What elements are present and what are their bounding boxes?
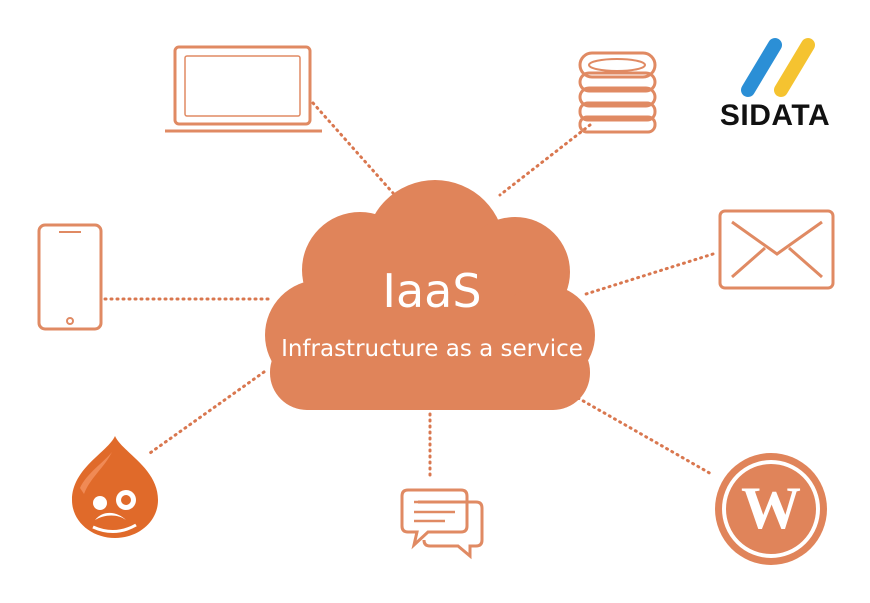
connector-mail (584, 252, 715, 296)
sidata-logo: SIDATA (720, 38, 830, 132)
smartphone-icon (37, 223, 103, 331)
wordpress-logo-icon: W (715, 453, 827, 565)
connector-wordpress (576, 396, 715, 477)
cloud-title: IaaS (382, 264, 481, 318)
iaas-cloud: IaaS Infrastructure as a service (265, 180, 595, 410)
cloud-subtitle: Infrastructure as a service (281, 336, 583, 362)
chat-bubbles-icon (400, 488, 484, 560)
connector-database (498, 123, 592, 197)
laptop-icon (165, 45, 322, 133)
envelope-icon (718, 209, 835, 290)
connectors (103, 101, 715, 482)
svg-text:W: W (741, 475, 801, 541)
connector-drupal (148, 370, 266, 455)
drupal-logo-icon (72, 436, 158, 538)
database-icon (578, 51, 657, 134)
connector-laptop (311, 101, 395, 195)
sidata-logo-text: SIDATA (720, 99, 830, 132)
